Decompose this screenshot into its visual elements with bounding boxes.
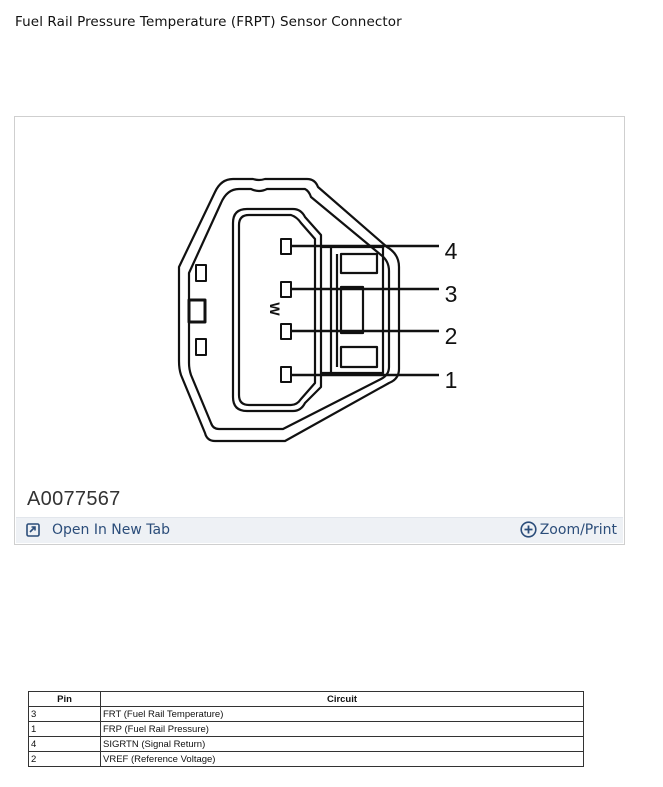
pin-cell: 2 — [28, 751, 101, 767]
table-header-row: Pin Circuit — [28, 691, 584, 707]
circuit-cell: VREF (Reference Voltage) — [100, 751, 584, 767]
pin-label-4: 4 — [445, 238, 458, 264]
pin-circuit-table: Pin Circuit 3 FRT (Fuel Rail Temperature… — [28, 691, 584, 767]
header-pin: Pin — [28, 691, 101, 707]
pin-cavity-inner — [237, 213, 317, 407]
side-tab-top — [195, 264, 207, 282]
side-tab-middle — [187, 298, 207, 324]
pin-terminal-3 — [280, 281, 292, 298]
table-row: 1 FRP (Fuel Rail Pressure) — [28, 721, 584, 737]
latch-upper-window — [339, 252, 379, 275]
pin-cell: 3 — [28, 706, 101, 722]
side-tab-bottom — [195, 338, 207, 356]
latch-lower-window — [339, 345, 379, 369]
circuit-cell: FRP (Fuel Rail Pressure) — [100, 721, 584, 737]
latch-rails — [329, 247, 339, 373]
pin-cell: 4 — [28, 736, 101, 752]
pin-terminal-4 — [280, 238, 292, 255]
circuit-cell: SIGRTN (Signal Return) — [100, 736, 584, 752]
latch-center-slot — [339, 285, 365, 335]
figure-id-label: A0077567 — [27, 488, 121, 510]
table-row: 4 SIGRTN (Signal Return) — [28, 736, 584, 752]
connector-housing-inner — [187, 187, 391, 431]
open-new-tab-icon — [26, 523, 40, 537]
pin-label-2: 2 — [445, 323, 458, 349]
keyway-label: W — [267, 302, 283, 316]
pin-cell: 1 — [28, 721, 101, 737]
pin-cavity-body — [231, 207, 323, 413]
connector-figure: W 4 3 2 1 A0077567 Open In New Tab — [14, 116, 625, 545]
table-row: 2 VREF (Reference Voltage) — [28, 751, 584, 767]
open-in-new-tab-label: Open In New Tab — [52, 522, 170, 538]
pin-label-1: 1 — [445, 367, 458, 393]
header-circuit: Circuit — [100, 691, 584, 707]
zoom-print-link[interactable]: Zoom/Print — [520, 521, 617, 538]
table-row: 3 FRT (Fuel Rail Temperature) — [28, 706, 584, 722]
open-in-new-tab-link[interactable]: Open In New Tab — [26, 522, 170, 538]
circle-plus-icon — [520, 521, 537, 538]
connector-housing-outer — [177, 177, 401, 443]
connector-diagram: W 4 3 2 1 — [177, 177, 458, 443]
zoom-print-label: Zoom/Print — [539, 521, 617, 538]
page-title: Fuel Rail Pressure Temperature (FRPT) Se… — [15, 14, 402, 30]
pin-label-3: 3 — [445, 281, 458, 307]
circuit-cell: FRT (Fuel Rail Temperature) — [100, 706, 584, 722]
pin-terminal-1 — [280, 366, 292, 383]
pin-terminal-2 — [280, 323, 292, 340]
figure-toolbar: Open In New Tab Zoom/Print — [16, 517, 623, 543]
